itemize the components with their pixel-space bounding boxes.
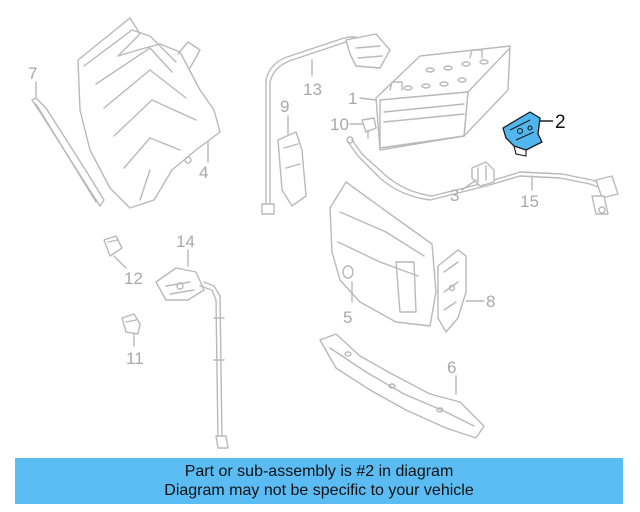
callout-3: 3 [450,186,459,205]
callout-9: 9 [280,97,289,116]
part-13-battery-cable [261,33,391,215]
info-banner: Part or sub-assembly is #2 in diagram Di… [15,458,623,504]
part-1-battery [375,45,511,151]
part-5-side-panel [329,181,437,327]
callout-1: 1 [348,89,357,108]
callout-11: 11 [126,349,144,368]
callout-13: 13 [303,80,322,99]
callout-4: 4 [199,163,208,182]
callout-12: 12 [124,269,143,288]
part-7-trim-strip [31,97,105,207]
part-8-support-bracket [437,249,467,333]
part-6-lower-rail [319,333,485,439]
part-12-plug [103,235,123,257]
callout-6: 6 [447,358,456,377]
callout-10: 10 [330,115,349,134]
part-2-hold-down-bracket [502,111,543,157]
callout-14: 14 [176,232,195,251]
part-15-ground-cable [346,136,619,215]
part-11-clip [121,313,141,335]
part-10-bolt [361,117,377,139]
banner-line-1: Part or sub-assembly is #2 in diagram [184,463,454,480]
banner-line-2: Diagram may not be specific to your vehi… [164,482,474,499]
callout-2: 2 [555,112,566,133]
callout-8: 8 [486,292,495,311]
part-14-latch-rod [155,267,229,449]
callout-5: 5 [343,308,352,327]
part-3-clamp [471,161,495,187]
callout-15: 15 [520,192,539,211]
callout-7: 7 [28,64,37,83]
part-4-battery-housing [77,17,221,209]
part-9-cover-plate [277,131,307,207]
